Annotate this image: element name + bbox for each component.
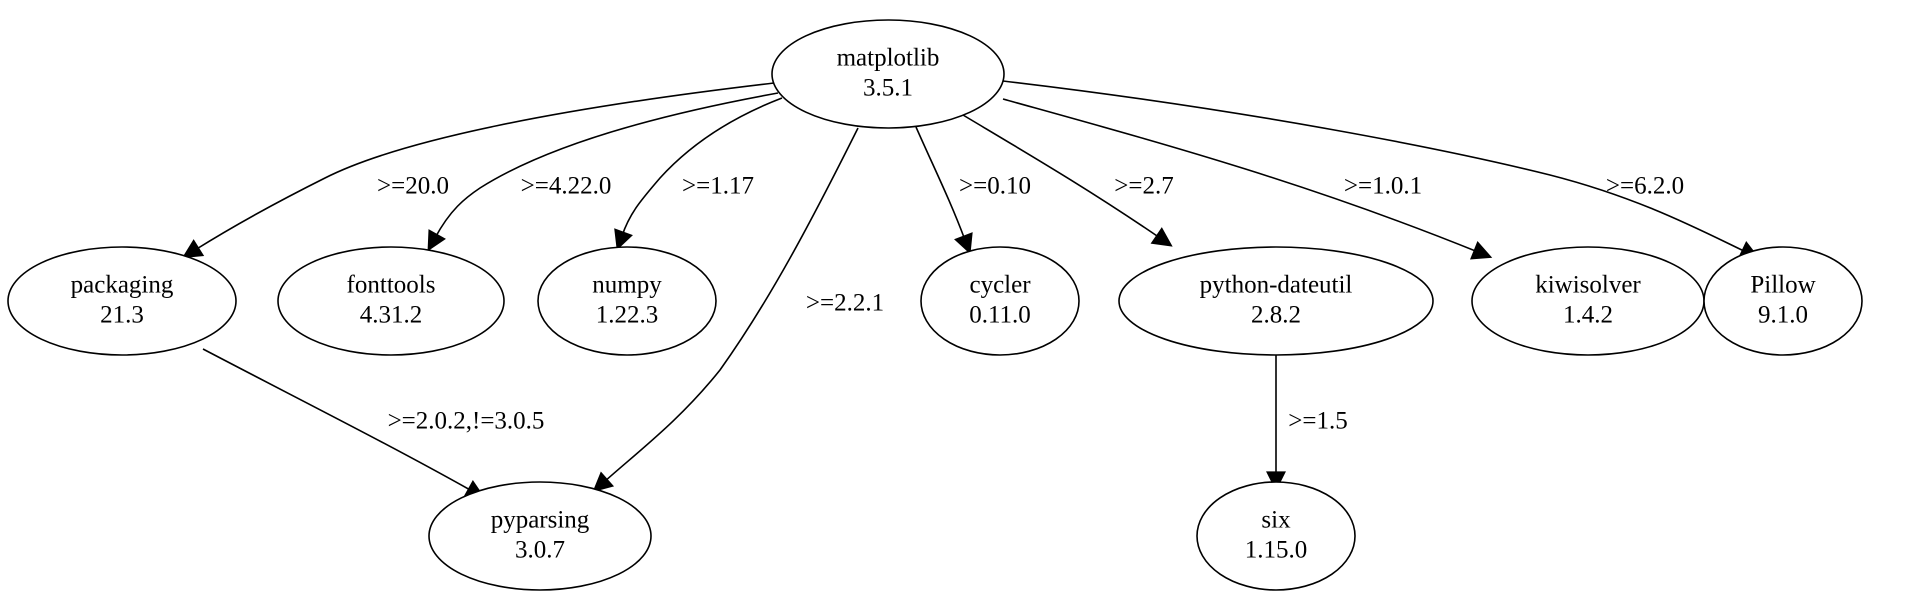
edge-version-constraint: >=1.17 [682,173,754,200]
edge-matplotlib-to-pyparsing: >=2.2.1 [592,127,884,493]
package-version: 3.5.1 [863,75,913,102]
package-name: kiwisolver [1535,272,1641,299]
edge-matplotlib-to-numpy: >=1.17 [614,97,783,251]
package-name: python-dateutil [1200,272,1353,299]
edge-matplotlib-to-pillow: >=6.2.0 [1002,80,1760,259]
node-packaging[interactable]: packaging 21.3 [7,246,237,356]
package-version: 1.15.0 [1245,537,1308,564]
node-ellipse [428,481,652,591]
arrowhead [1150,227,1173,247]
package-name: fonttools [347,272,436,299]
edge-version-constraint: >=2.0.2,!=3.0.5 [388,408,545,435]
package-version: 9.1.0 [1758,302,1808,329]
node-ellipse [537,246,717,356]
edge-version-constraint: >=0.10 [959,173,1031,200]
package-name: cycler [969,272,1031,299]
package-version: 3.0.7 [515,537,565,564]
edge-line [962,114,1161,239]
package-version: 21.3 [100,302,144,329]
package-version: 2.8.2 [1251,302,1301,329]
edge-version-constraint: >=4.22.0 [521,173,612,200]
node-python-dateutil[interactable]: python-dateutil 2.8.2 [1118,246,1434,356]
package-version: 4.31.2 [360,302,423,329]
package-version: 1.4.2 [1563,302,1613,329]
package-name: packaging [71,272,174,299]
edge-matplotlib-to-python-dateutil: >=2.7 [962,114,1174,247]
arrowhead [1266,471,1286,492]
edge-line [202,348,473,492]
package-version: 1.22.3 [596,302,659,329]
node-numpy[interactable]: numpy 1.22.3 [537,246,717,356]
node-ellipse [920,246,1080,356]
arrowhead [592,471,615,493]
edge-version-constraint: >=2.7 [1114,173,1173,200]
edge-matplotlib-to-kiwisolver: >=1.0.1 [1002,98,1493,260]
node-matplotlib[interactable]: matplotlib 3.5.1 [771,19,1005,129]
edges-layer: >=20.0 >=4.22.0 >=1.17 >=2.2.1 >=0.10 >=2.7 >=… [181,80,1760,499]
arrowhead [954,232,973,255]
arrowhead [427,229,446,252]
edge-version-constraint: >=1.5 [1288,408,1347,435]
edge-line [1002,80,1747,253]
edge-line [621,97,783,237]
node-ellipse [277,246,505,356]
node-ellipse [1118,246,1434,356]
edge-version-constraint: >=6.2.0 [1606,173,1684,200]
arrowhead [1470,241,1493,260]
edge-version-constraint: >=20.0 [377,173,449,200]
node-kiwisolver[interactable]: kiwisolver 1.4.2 [1471,246,1705,356]
edge-version-constraint: >=2.2.1 [806,290,884,317]
node-fonttools[interactable]: fonttools 4.31.2 [277,246,505,356]
edge-line [194,82,775,251]
package-name: pyparsing [491,507,590,534]
edge-line [603,127,859,483]
node-pyparsing[interactable]: pyparsing 3.0.7 [428,481,652,591]
edge-matplotlib-to-packaging: >=20.0 [181,82,775,259]
node-ellipse [7,246,237,356]
node-cycler[interactable]: cycler 0.11.0 [920,246,1080,356]
node-six[interactable]: six 1.15.0 [1196,481,1356,591]
edge-matplotlib-to-cycler: >=0.10 [915,126,1031,255]
package-name: Pillow [1750,272,1815,299]
node-ellipse [1196,481,1356,591]
edge-matplotlib-to-fonttools: >=4.22.0 [427,92,779,252]
edge-line [1002,98,1479,253]
nodes-layer: matplotlib 3.5.1 packaging 21.3 fonttools 4.3… [7,19,1863,591]
edge-version-constraint: >=1.0.1 [1344,173,1422,200]
package-name: numpy [592,272,662,299]
edge-line [915,126,966,241]
node-ellipse [1703,246,1863,356]
edge-packaging-to-pyparsing: >=2.0.2,!=3.0.5 [202,348,545,499]
arrowhead [181,239,205,259]
package-name: matplotlib [837,45,940,72]
node-pillow[interactable]: Pillow 9.1.0 [1703,246,1863,356]
arrowhead [614,228,633,251]
edge-line [434,92,779,239]
edge-python-dateutil-to-six: >=1.5 [1266,355,1348,492]
package-name: six [1261,507,1291,534]
node-ellipse [771,19,1005,129]
package-version: 0.11.0 [969,302,1031,329]
